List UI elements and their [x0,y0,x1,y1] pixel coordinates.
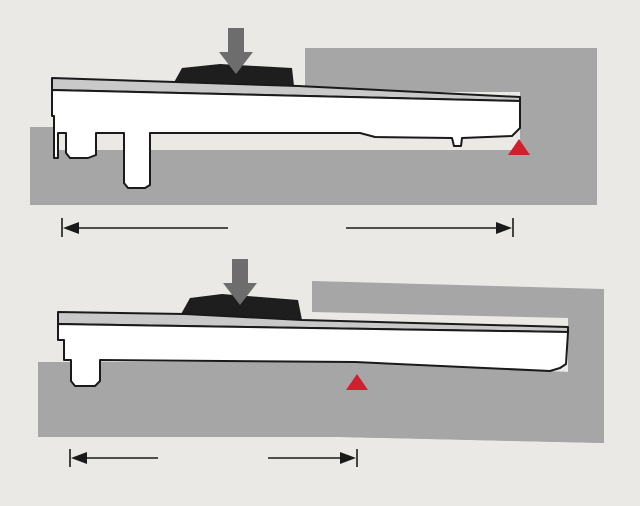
dimension-line-bottom [69,449,358,467]
arrow-left-icon [63,222,79,234]
support-block-main [38,362,340,437]
arrow-left-icon [71,452,87,464]
weight-block [172,64,294,86]
arrow-right-icon [496,222,512,234]
down-arrow-icon [223,259,257,305]
support-block-base [30,150,597,205]
arrow-right-icon [340,452,356,464]
panel-bottom [38,259,604,467]
part-body [51,89,521,189]
part-body [57,323,569,387]
dimension-line-top [61,218,514,237]
triangle-icon [346,374,368,390]
triangle-icon [508,139,530,155]
panel-top [30,28,597,237]
down-arrow-icon [219,28,253,74]
support-block-lower [340,362,604,443]
weight-block [180,294,302,320]
